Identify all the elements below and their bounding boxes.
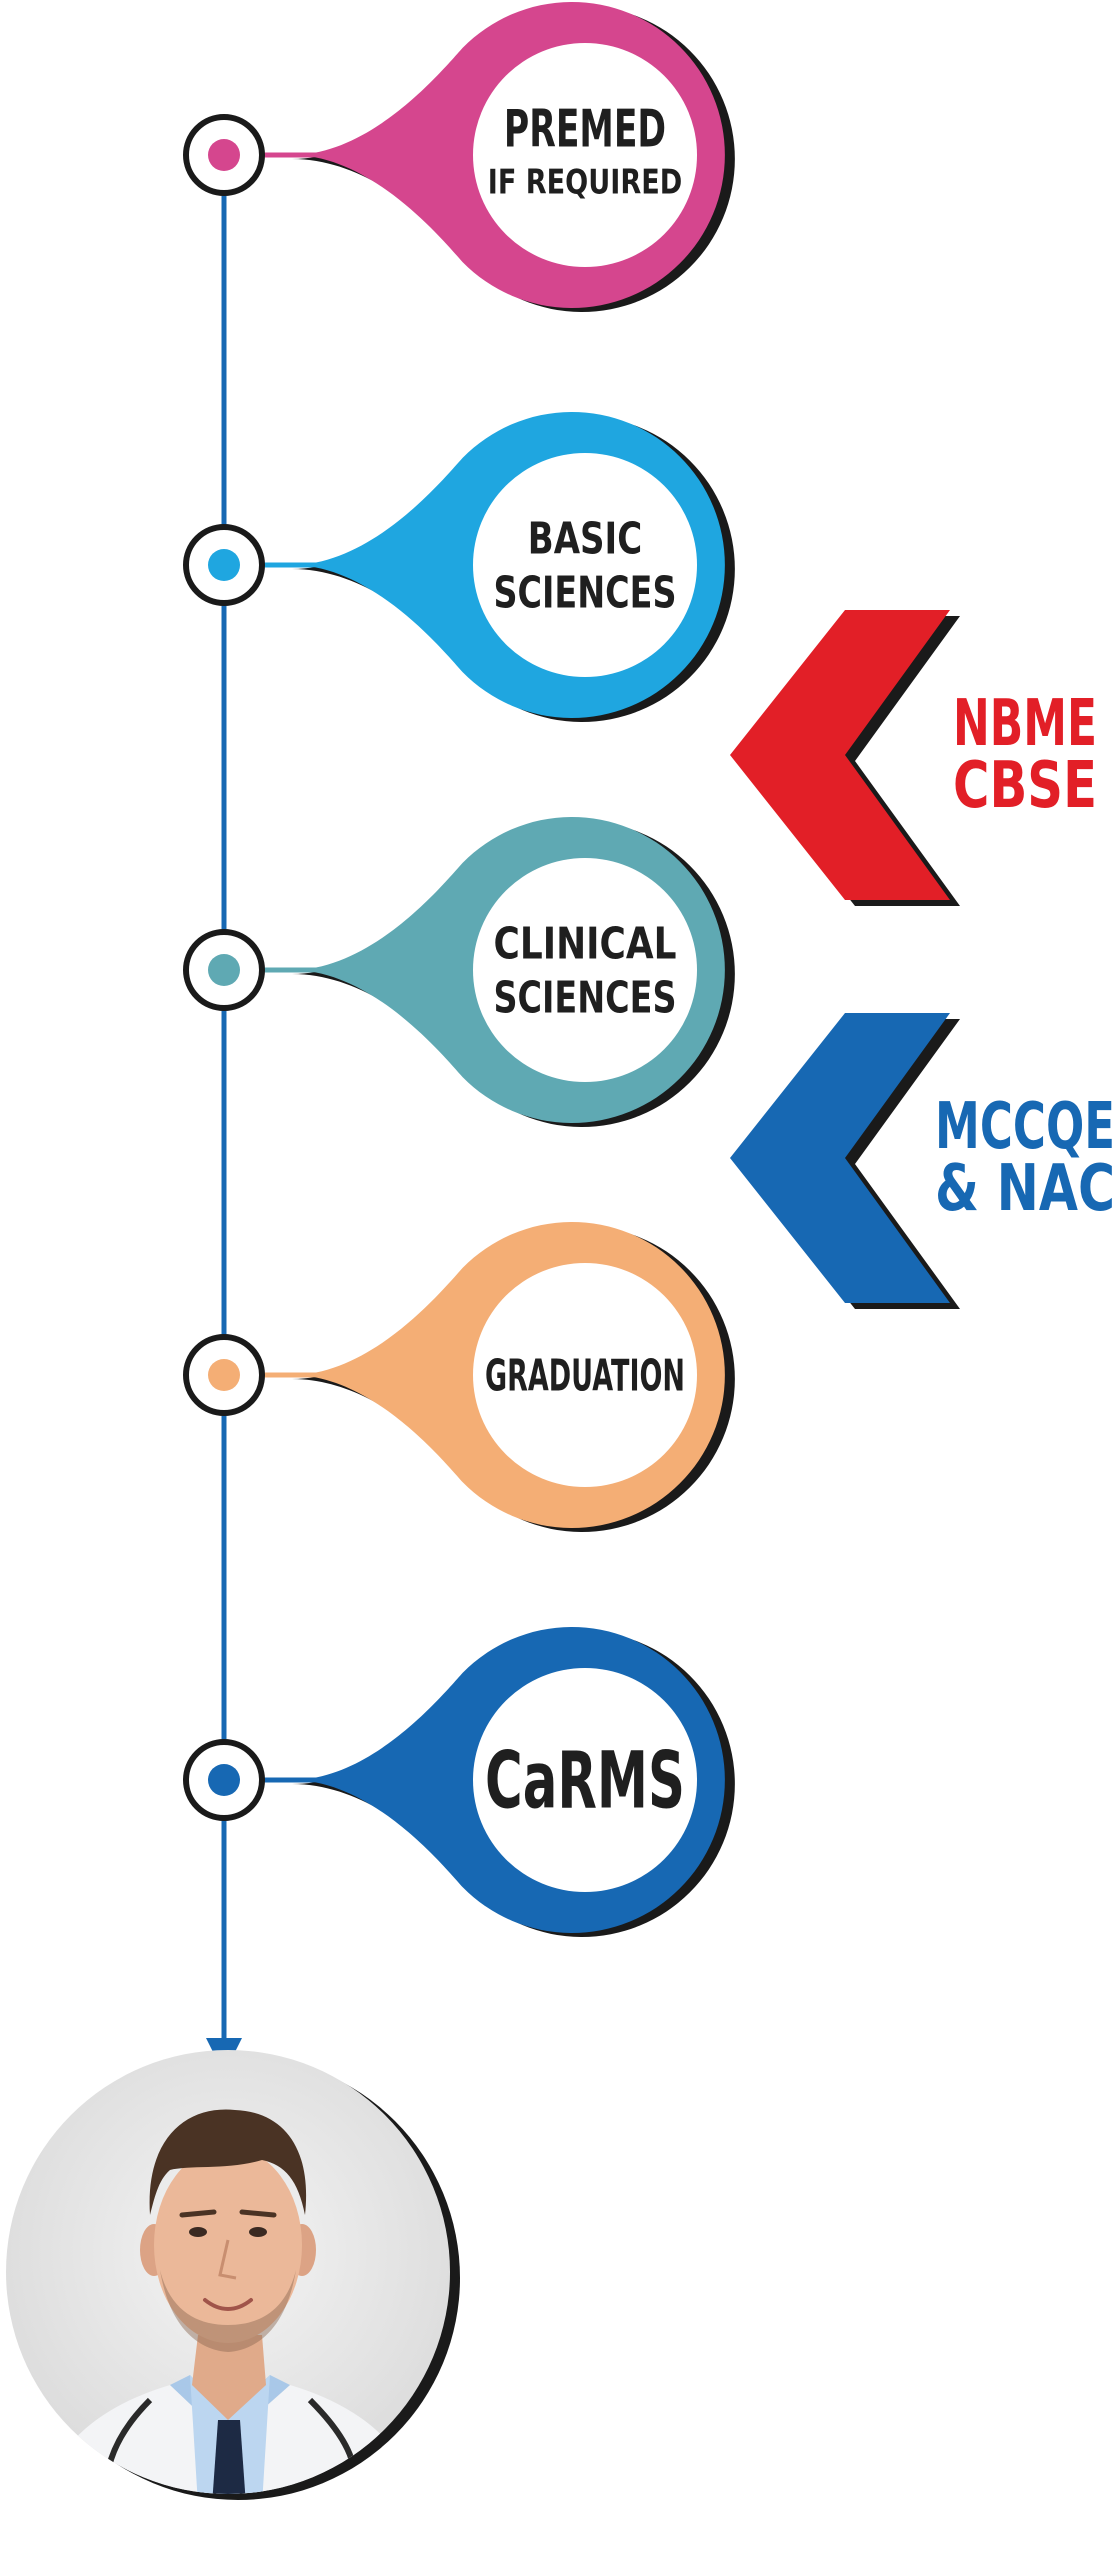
stage-label-line: SCIENCES [493, 567, 676, 618]
pin-label-circle [473, 43, 697, 267]
exam-label-line: NBME [953, 687, 1097, 761]
exam-mccqe-nac: MCCQE& NAC [730, 1013, 1115, 1309]
stage-label-line: GRADUATION [485, 1350, 685, 1401]
chevron-shadow [740, 1019, 960, 1309]
stage-label-line: CLINICAL [493, 918, 676, 969]
timeline-node-dot [208, 1764, 240, 1796]
timeline-node-dot [208, 139, 240, 171]
stage-label-line: CaRMS [485, 1736, 685, 1826]
stage-label-line: BASIC [528, 513, 642, 564]
timeline-node-dot [208, 549, 240, 581]
timeline-node-dot [208, 954, 240, 986]
stage-label-line: SCIENCES [493, 972, 676, 1023]
pin-label-circle [473, 858, 697, 1082]
doctor-portrait [6, 2050, 460, 2500]
stage-label-line: IF REQUIRED [488, 162, 682, 202]
pin-label-circle [473, 1668, 697, 1892]
exam-label-line: CBSE [953, 749, 1097, 823]
stage-graduation: GRADUATION [183, 1222, 735, 1532]
exam-label-line: MCCQE [935, 1090, 1115, 1164]
pin-label-circle [473, 1263, 697, 1487]
timeline-node-dot [208, 1359, 240, 1391]
chevron-left-icon [730, 610, 950, 900]
stage-carms: CaRMS [183, 1627, 735, 1937]
pin-label-circle [473, 453, 697, 677]
exam-label-line: & NAC [935, 1152, 1115, 1226]
chevron-shadow [740, 616, 960, 906]
stage-label-line: PREMED [504, 100, 666, 160]
chevron-left-icon [730, 1013, 950, 1303]
